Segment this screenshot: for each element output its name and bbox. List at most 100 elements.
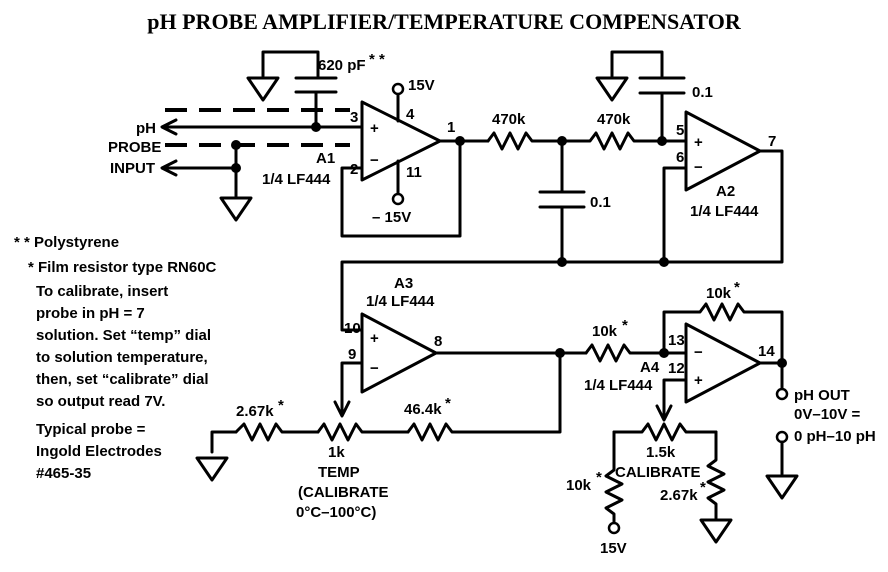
a3-pin10: 10 (344, 320, 361, 337)
a2-pin7: 7 (768, 133, 776, 150)
note-line-3: To calibrate, insert (36, 283, 168, 300)
a1-pin3: 3 (350, 109, 358, 126)
junction-dot (657, 136, 667, 146)
note-line-8: so output read 7V. (36, 393, 165, 410)
r7-mark: * (596, 469, 602, 486)
a1-feedback-wire (340, 139, 462, 238)
a4-pin14: 14 (758, 343, 775, 360)
temp-label-1: TEMP (318, 464, 360, 481)
resistor-470k-1 (486, 131, 564, 151)
resistor-46-4k (406, 351, 562, 442)
potentiometer-temp (316, 422, 410, 442)
opamp-a2 (684, 110, 762, 192)
cal-label: CALIBRATE (615, 464, 701, 481)
temp-label-2: (CALIBRATE (298, 484, 389, 501)
a1-pin1: 1 (447, 119, 455, 136)
note-line-5: solution. Set “temp” dial (36, 327, 211, 344)
r8-mark: * (700, 479, 706, 496)
wiper-arrow-icon (333, 400, 351, 418)
opamp-a1 (360, 100, 442, 182)
out-label-3: 0 pH–10 pH (794, 428, 876, 445)
r3-mark: * (622, 317, 628, 334)
junction-dot (311, 122, 321, 132)
resistor-10k-cal (604, 430, 624, 524)
a2-pin6: 6 (676, 149, 684, 166)
a2-name: A2 (716, 183, 735, 200)
a2-inv-wire (662, 166, 688, 264)
a4-noninv-wire (662, 378, 688, 418)
c1-mark: * * (369, 51, 385, 68)
capacitor-0-1-mid (538, 139, 586, 264)
r4-label: 10k (706, 285, 732, 302)
resistor-2-67k (234, 422, 320, 442)
note-line-10: Ingold Electrodes (36, 443, 162, 460)
a1-minus: − (370, 152, 379, 169)
junction-dot (777, 358, 787, 368)
junction-dot (455, 136, 465, 146)
cal-vpos: 15V (600, 540, 627, 557)
pot-temp-label: 1k (328, 444, 345, 461)
wiper-arrow-icon (655, 404, 673, 422)
opamp-a4 (684, 322, 762, 404)
r8-label: 2.67k (660, 487, 698, 504)
a2-minus: − (694, 159, 703, 176)
input-label-input: INPUT (110, 160, 155, 177)
potentiometer-calibrate (612, 422, 718, 442)
r6-mark: * (445, 395, 451, 412)
a3-plus: + (370, 330, 379, 347)
r6-label: 46.4k (404, 401, 442, 418)
a3-minus: − (370, 360, 379, 377)
out-label-2: 0V–10V = (794, 406, 861, 423)
resistor-2-67k-cal (706, 430, 726, 520)
note-line-4: probe in pH = 7 (36, 305, 145, 322)
note-line-1: * * Polystyrene (14, 234, 119, 251)
capacitor-0-1-top (638, 76, 686, 143)
a4-plus: + (694, 372, 703, 389)
a1-name: A1 (316, 150, 335, 167)
a1-part: 1/4 LF444 (262, 171, 331, 188)
a3-pin8: 8 (434, 333, 442, 350)
note-line-9: Typical probe = (36, 421, 146, 438)
out-label-1: pH OUT (794, 387, 850, 404)
arrow-left-icon (160, 118, 178, 136)
page-title: pH PROBE AMPLIFIER/TEMPERATURE COMPENSAT… (147, 9, 742, 34)
supply-terminal (607, 521, 621, 535)
a3-name: A3 (394, 275, 413, 292)
ground-symbol (246, 50, 320, 102)
a1-pin4: 4 (406, 106, 415, 123)
note-line-2: * Film resistor type RN60C (28, 259, 217, 276)
junction-dot (659, 257, 669, 267)
capacitor-620pf (294, 76, 338, 129)
junction-dot (557, 257, 567, 267)
r1-label: 470k (492, 111, 526, 128)
supply-terminal (391, 82, 405, 96)
a4-part: 1/4 LF444 (584, 377, 653, 394)
a2-plus: + (694, 134, 703, 151)
a1-plus: + (370, 120, 379, 137)
temp-label-3: 0°C–100°C) (296, 504, 376, 521)
input-label-probe: PROBE (108, 139, 161, 156)
a3-pin9: 9 (348, 346, 356, 363)
a4-pin12: 12 (668, 360, 685, 377)
r4-mark: * (734, 279, 740, 296)
supply-terminal (391, 192, 405, 206)
a4-pin13: 13 (668, 332, 685, 349)
ground-symbol (699, 518, 733, 544)
r7-label: 10k (566, 477, 592, 494)
ground-symbol (765, 440, 799, 500)
a4-minus: − (694, 344, 703, 361)
opamp-a3 (360, 312, 438, 394)
a2-pin5: 5 (676, 122, 684, 139)
note-line-11: #465-35 (36, 465, 91, 482)
output-terminal (775, 387, 789, 401)
note-line-6: to solution temperature, (36, 349, 208, 366)
a2-part: 1/4 LF444 (690, 203, 759, 220)
resistor-10k-feedback (662, 302, 784, 365)
a1-vneg: – 15V (372, 209, 411, 226)
input-label-ph: pH (136, 120, 156, 137)
a4-name: A4 (640, 359, 660, 376)
r2-label: 470k (597, 111, 631, 128)
a1-vpos: 15V (408, 77, 435, 94)
